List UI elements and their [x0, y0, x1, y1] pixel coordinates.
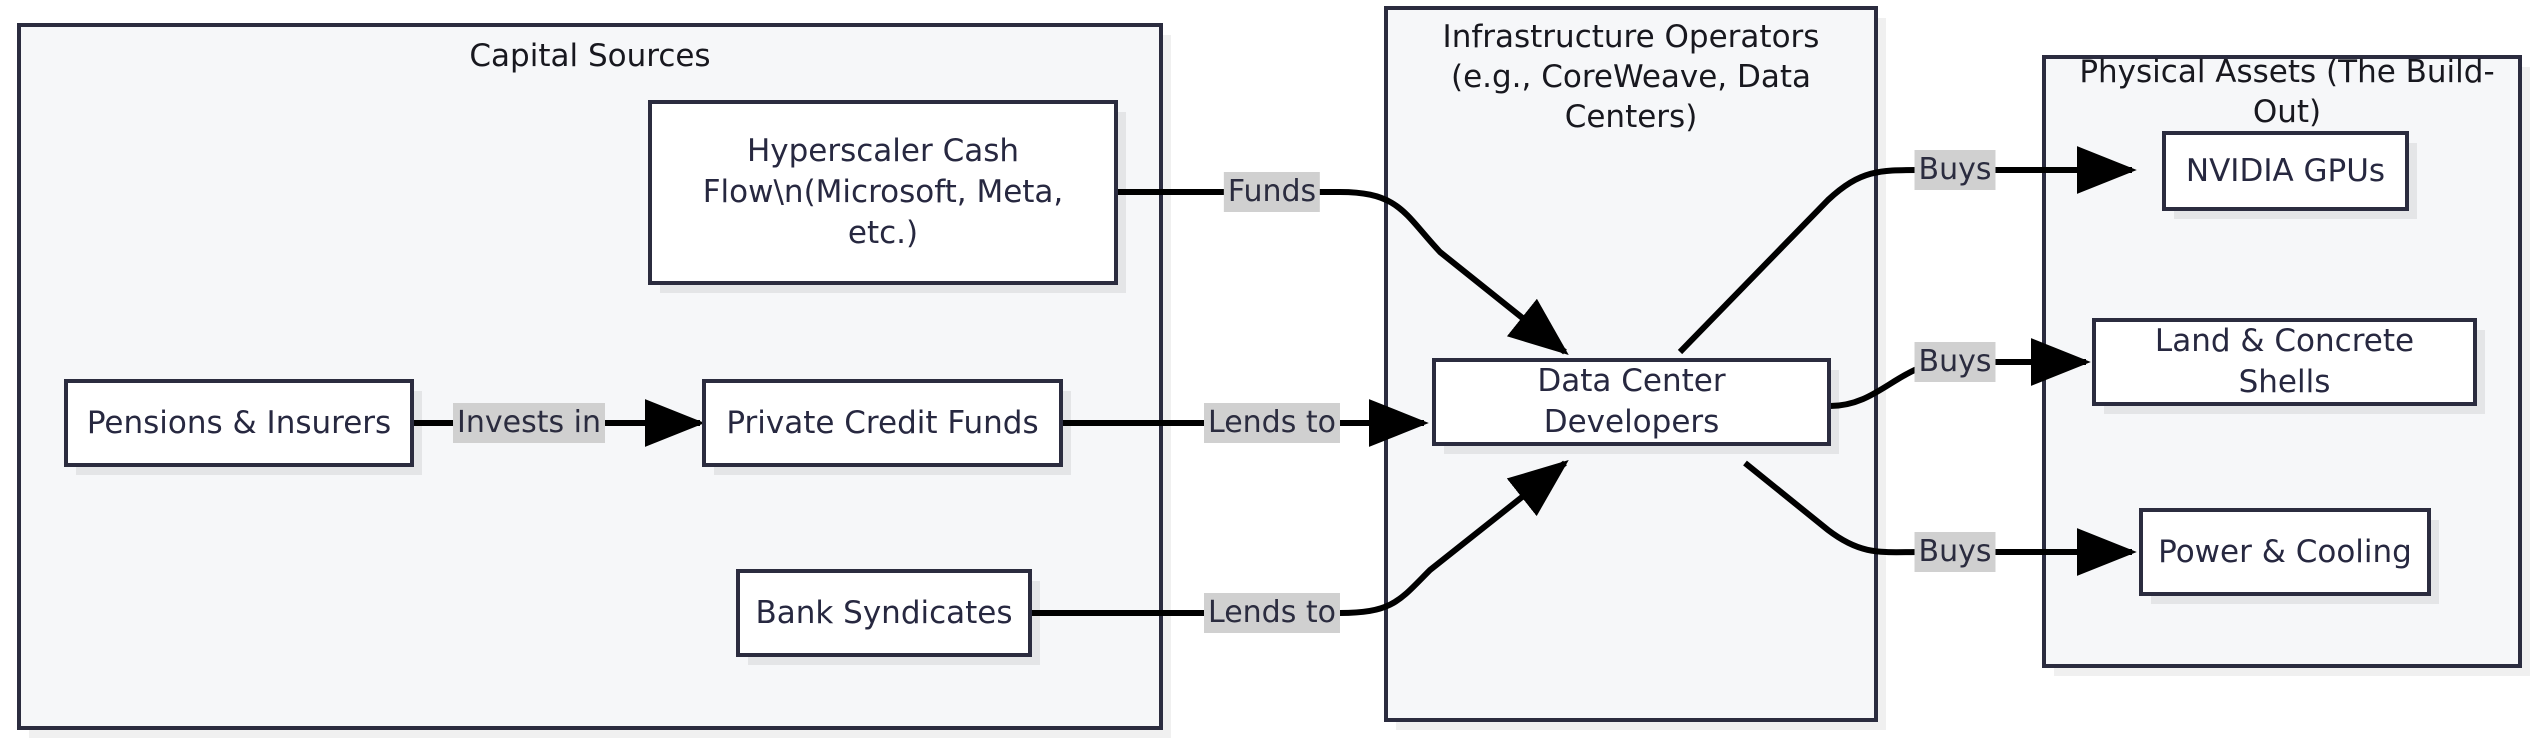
edge-label-lends-to-banks: Lends to [1204, 593, 1340, 633]
node-power-cooling[interactable]: Power & Cooling [2139, 508, 2431, 596]
node-pensions-insurers[interactable]: Pensions & Insurers [64, 379, 414, 467]
edge-label-buys-gpus: Buys [1914, 150, 1996, 190]
edge-label-buys-land: Buys [1914, 342, 1996, 382]
node-data-center-developers[interactable]: Data Center Developers [1432, 358, 1831, 446]
edge-label-lends-to-pcf: Lends to [1204, 403, 1340, 443]
edge-label-funds: Funds [1223, 172, 1321, 212]
node-nvidia-gpus[interactable]: NVIDIA GPUs [2162, 131, 2409, 211]
node-private-credit-funds[interactable]: Private Credit Funds [702, 379, 1063, 467]
cluster-title-infrastructure-operators: Infrastructure Operators (e.g., CoreWeav… [1442, 19, 1820, 135]
edge-label-invests-in: Invests in [453, 403, 605, 443]
node-hyperscaler-cash-flow[interactable]: Hyperscaler Cash Flow\n(Microsoft, Meta,… [648, 100, 1118, 285]
cluster-title-physical-assets: Physical Assets (The Build- Out) [2079, 54, 2495, 130]
node-bank-syndicates[interactable]: Bank Syndicates [736, 569, 1032, 657]
edge-label-buys-power: Buys [1914, 532, 1996, 572]
cluster-title-capital-sources: Capital Sources [469, 38, 711, 74]
node-land-concrete-shells[interactable]: Land & Concrete Shells [2092, 318, 2477, 406]
